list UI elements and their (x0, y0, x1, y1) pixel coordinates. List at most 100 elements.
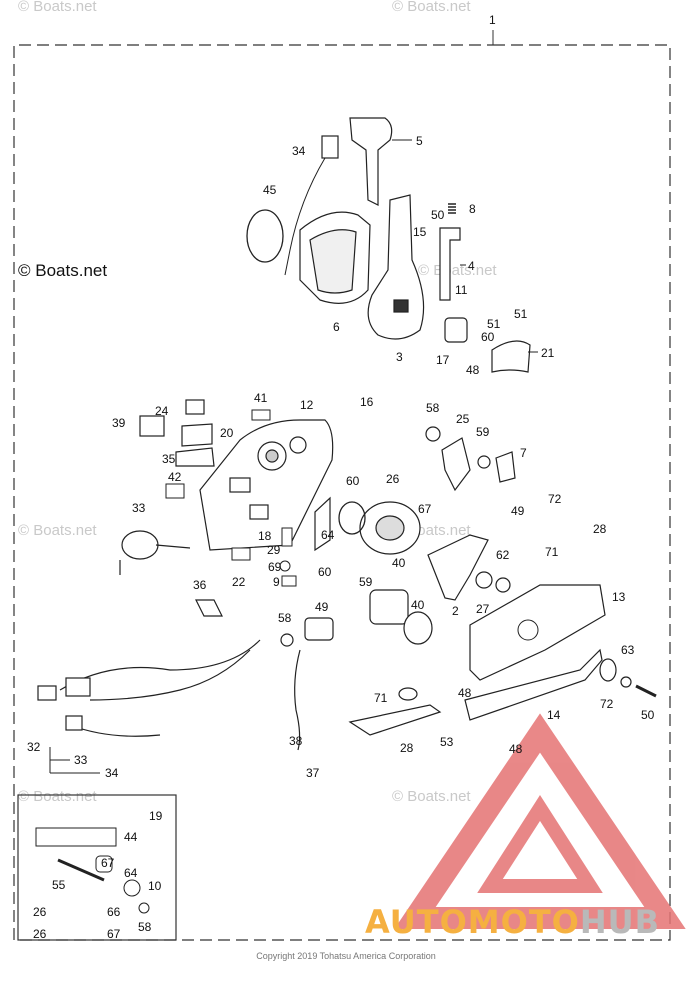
brand-part2: HUB (579, 903, 661, 941)
gear-25 (359, 501, 421, 555)
watermark-mid-2: © Boats.net (18, 522, 97, 539)
part-36 (175, 447, 215, 467)
part-label: 45 (263, 183, 277, 197)
part-label: 37 (306, 766, 320, 780)
part-label: 14 (547, 708, 561, 722)
part-69 (279, 560, 291, 572)
bolt-53 (57, 858, 105, 882)
part-label: 39 (112, 416, 126, 430)
part-label: 12 (300, 398, 314, 412)
part-label: 64 (124, 866, 138, 880)
part-24 (441, 437, 471, 492)
part-label: 62 (496, 548, 510, 562)
watermark-bottom-left: © Boats.net (18, 788, 97, 805)
part-label: 17 (436, 353, 450, 367)
bolt-54 (635, 684, 657, 698)
part-label: 26 (33, 927, 47, 941)
part-label: 40 (411, 598, 425, 612)
part-label: 67 (101, 856, 115, 870)
part-label: 32 (27, 740, 41, 754)
part-label: 51 (487, 317, 501, 331)
part-label: 27 (476, 602, 490, 616)
part-71-lower (599, 658, 617, 682)
inset-box (17, 794, 177, 941)
part-label: 58 (138, 920, 152, 934)
part-label: 28 (593, 522, 607, 536)
part-label: 5 (416, 134, 423, 148)
part-59 (425, 426, 441, 442)
watermark-top-left: © Boats.net (18, 0, 97, 15)
lever-arm (367, 194, 425, 340)
part-label: 3 (396, 350, 403, 364)
part-label: 63 (621, 643, 635, 657)
part-label: 42 (168, 470, 182, 484)
part-66 (95, 855, 113, 873)
part-label: 8 (469, 202, 476, 216)
part-label: 53 (440, 735, 454, 749)
part-56 (138, 902, 150, 914)
part-label: 33 (74, 753, 88, 767)
brand-triangle-logo (394, 713, 686, 929)
bracket-4 (439, 227, 461, 301)
part-label: 58 (426, 401, 440, 415)
part-label: 21 (541, 346, 555, 360)
part-label: 18 (258, 529, 272, 543)
part-20 (181, 423, 213, 447)
part-label: 66 (107, 905, 121, 919)
part-label: 19 (149, 809, 163, 823)
cable-39 (294, 649, 301, 751)
part-label: 38 (289, 734, 303, 748)
part-label: 69 (268, 560, 282, 574)
part-label: 59 (476, 425, 490, 439)
part-27 (475, 571, 493, 589)
part-label: 49 (315, 600, 329, 614)
label-sticker-45 (35, 827, 117, 847)
part-label: 71 (545, 545, 559, 559)
part-label: 13 (612, 590, 626, 604)
part-label: 34 (105, 766, 119, 780)
part-label: 10 (148, 879, 162, 893)
part-18 (281, 527, 293, 547)
assembly-frame (13, 44, 671, 941)
switch-35 (321, 135, 339, 159)
part-label: 48 (509, 742, 523, 756)
part-label: 16 (360, 395, 374, 409)
part-label: 6 (333, 320, 340, 334)
key-switch-34 (119, 530, 191, 575)
part-label: 34 (292, 144, 306, 158)
part-37 (195, 599, 223, 617)
brand-wordmark: AUTOMOTOHUB (365, 903, 660, 941)
link-2 (427, 534, 489, 601)
watermark-mid-1: © Boats.net (418, 262, 497, 279)
part-label: 36 (193, 578, 207, 592)
solenoid-42 (369, 589, 433, 645)
part-label: 55 (52, 878, 66, 892)
watermark-logo-text: © Boats.net (18, 261, 108, 280)
part-23 (185, 399, 205, 415)
part-17 (444, 317, 468, 343)
copyright-text: Copyright 2019 Tohatsu America Corporati… (256, 951, 436, 961)
part-label: 44 (124, 830, 138, 844)
brand-part1: AUTOMOTO (365, 903, 580, 941)
part-label: 33 (132, 501, 146, 515)
part-70 (398, 687, 418, 701)
part-label: 59 (359, 575, 373, 589)
part-label: 72 (548, 492, 562, 506)
part-label: 2 (452, 604, 459, 618)
lever-29 (348, 704, 442, 736)
watermark-top-mid: © Boats.net (392, 0, 471, 15)
part-label: 28 (400, 741, 414, 755)
part-label: 51 (514, 307, 528, 321)
part-label: 60 (346, 474, 360, 488)
control-handle (299, 117, 393, 304)
part-label: 48 (458, 686, 472, 700)
part-7 (495, 451, 516, 483)
part-label: 40 (392, 556, 406, 570)
part-65 (495, 577, 511, 593)
part-71-upper (314, 496, 331, 552)
part-label: 58 (278, 611, 292, 625)
part-64 (123, 879, 141, 897)
part-label: 24 (155, 404, 169, 418)
part-label: 71 (374, 691, 388, 705)
